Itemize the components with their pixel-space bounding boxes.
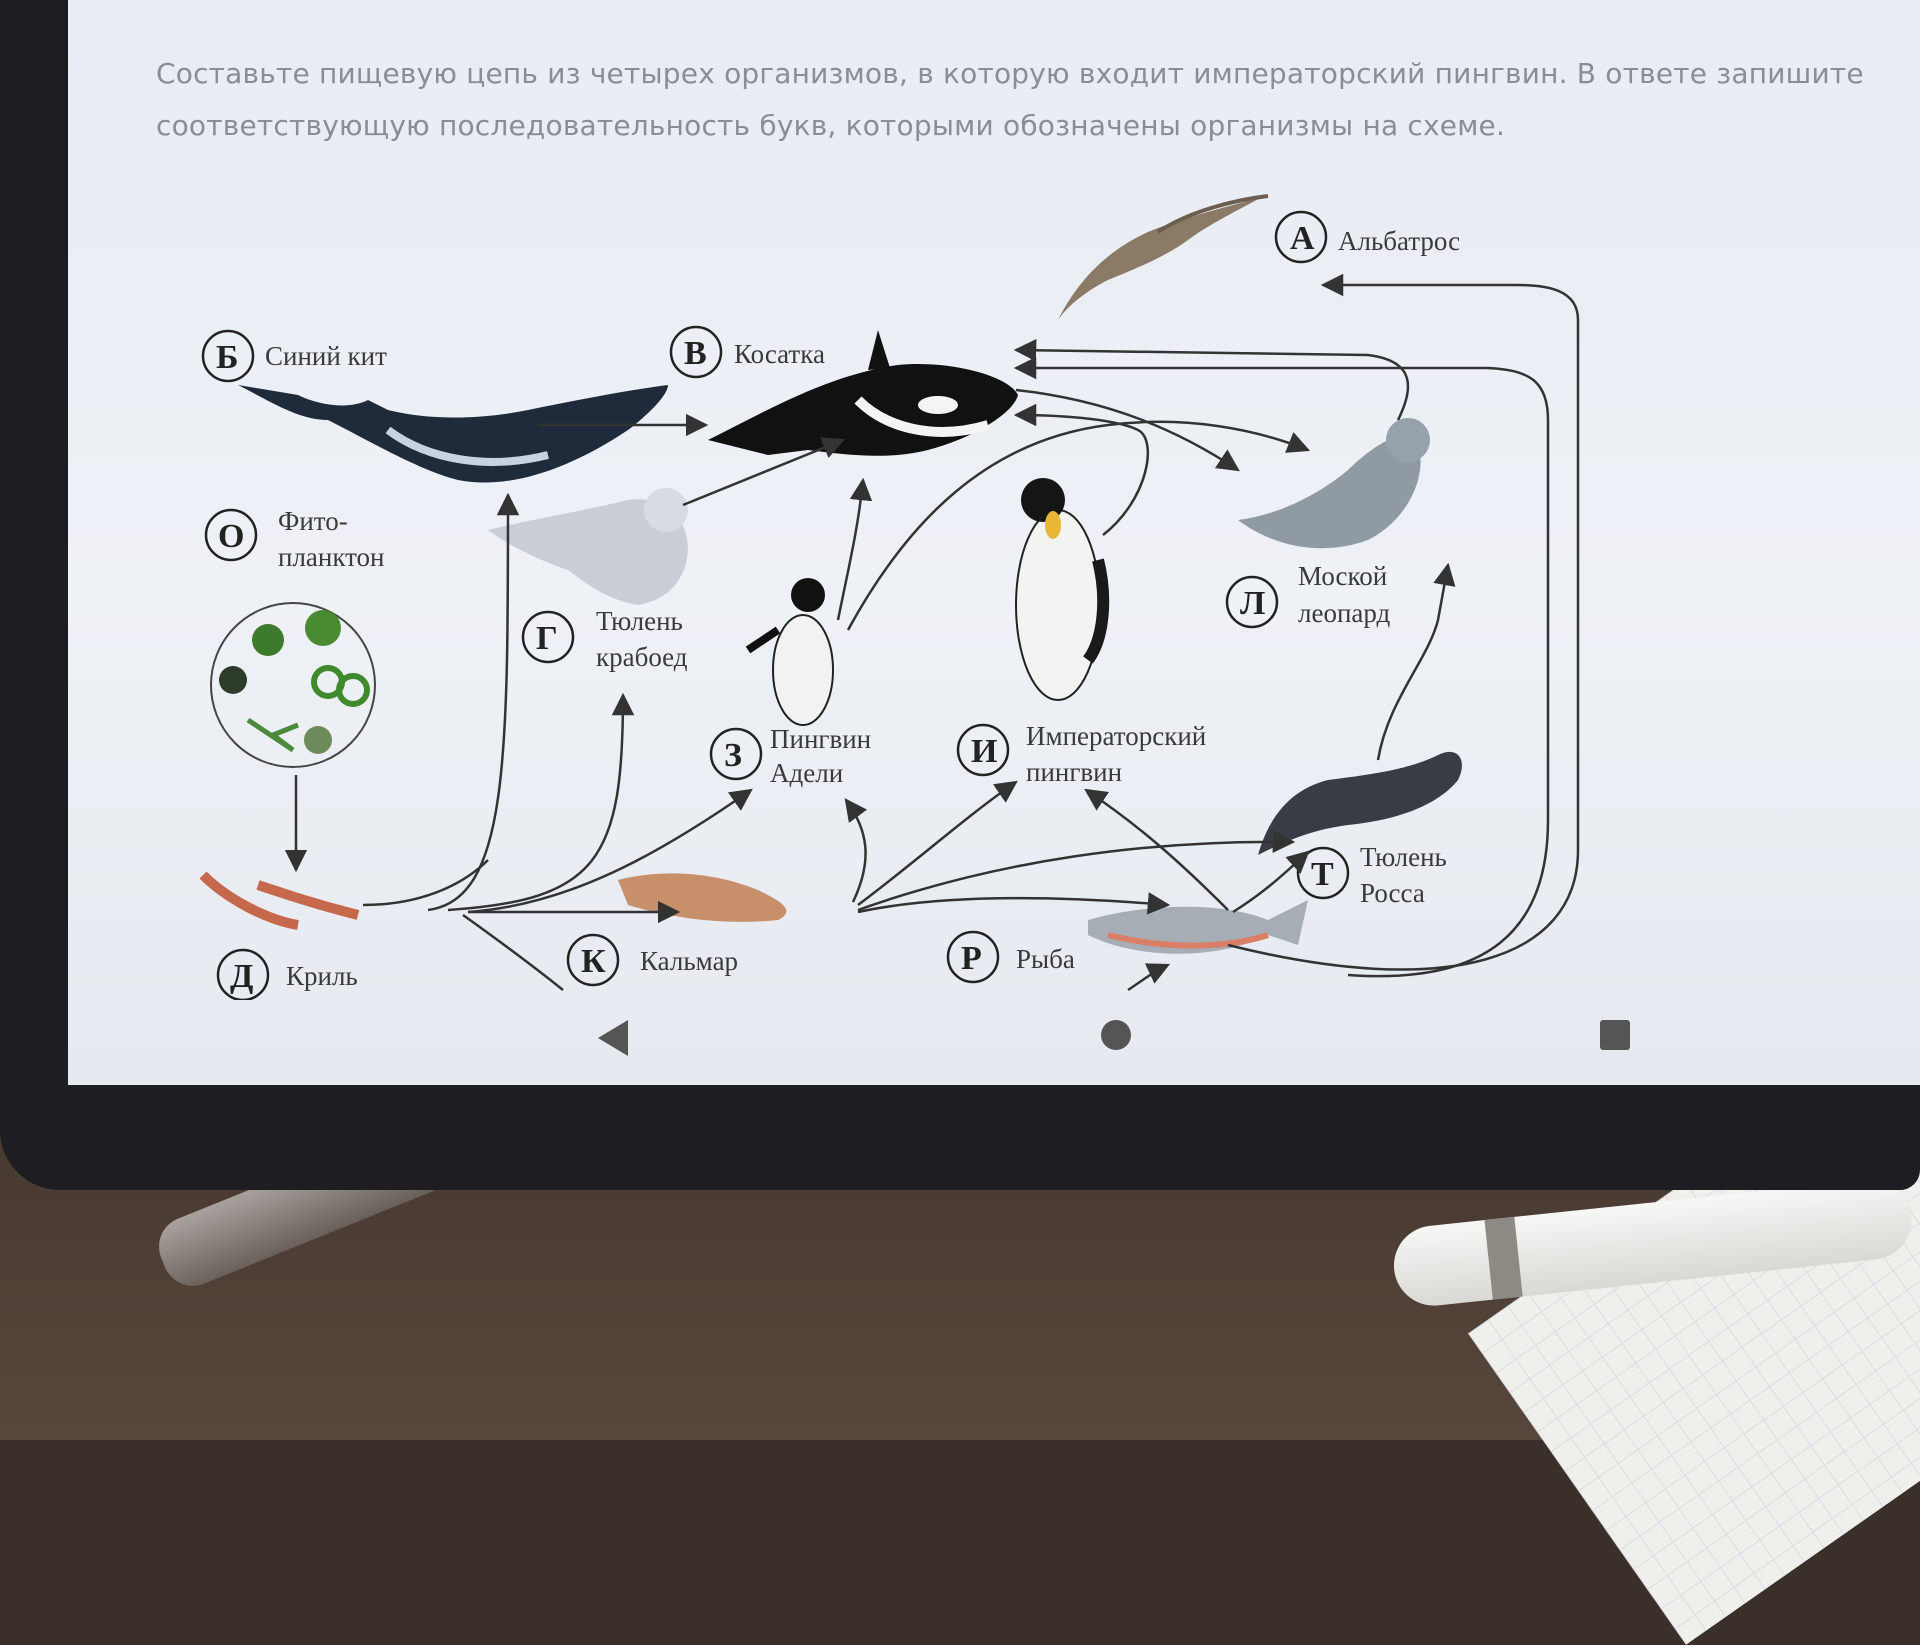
name-squid: Кальмар (640, 946, 738, 976)
name-albatross: Альбатрос (1338, 226, 1460, 256)
arrow-fish-emperor (1084, 788, 1229, 911)
name-emperor-penguin-2: пингвин (1026, 757, 1122, 787)
arrow-into-fish (1127, 963, 1171, 992)
krill-branch-base (362, 859, 489, 907)
label-fish: Р Рыба (946, 930, 1075, 984)
food-web-diagram: А Альбатрос Б Синий кит (199, 194, 1580, 1000)
albatross-illustration (1058, 194, 1269, 320)
crabeater-seal-illustration (488, 488, 688, 605)
android-navigation-bar (68, 1000, 1920, 1085)
label-albatross: А Альбатрос (1274, 210, 1460, 264)
phytoplankton-illustration (210, 602, 376, 768)
ross-seal-illustration (1258, 751, 1462, 855)
letter-circle-b (201, 329, 255, 383)
arrow-seal-orca (682, 437, 846, 507)
letter-circle-o (204, 508, 258, 562)
letter-circle-l (1225, 575, 1279, 629)
letter-d: Д (230, 958, 253, 995)
name-orca: Косатка (734, 339, 825, 369)
letter-l: Л (1240, 585, 1265, 622)
letter-v: В (684, 335, 707, 372)
arrow-krill-whale (427, 492, 520, 912)
home-icon[interactable] (1101, 1020, 1131, 1050)
name-adelie-penguin-2: Адели (770, 758, 843, 788)
back-icon[interactable] (598, 1020, 628, 1056)
tablet-bezel: Составьте пищевую цепь из четырех органи… (0, 0, 1920, 1190)
squid-illustration (618, 873, 787, 922)
letter-b: Б (216, 339, 238, 376)
stylus-band (1484, 1216, 1523, 1300)
label-krill: Д Криль (216, 948, 358, 1000)
letter-a: А (1290, 220, 1315, 257)
letter-circle-d (216, 948, 270, 1000)
label-phytoplankton: О Фито- планктон (204, 506, 385, 572)
letter-circle-i (956, 723, 1010, 777)
label-adelie-penguin: З Пингвин Адели (709, 724, 871, 788)
letter-g: Г (536, 620, 558, 657)
name-phytoplankton-2: планктон (278, 542, 385, 572)
arrow-emperor-orca (1013, 403, 1150, 536)
name-crabeater-seal-2: крабоед (596, 642, 688, 672)
arrow-orca-leopard (1015, 388, 1240, 472)
letter-circle-k (566, 933, 620, 987)
name-adelie-penguin-1: Пингвин (770, 724, 871, 754)
arrow-leopard-orca (1013, 339, 1410, 421)
label-squid: К Кальмар (566, 933, 738, 987)
arrow-krill-crabeater (447, 692, 635, 912)
letter-circle-g (521, 610, 575, 664)
krill-illustration (199, 871, 360, 930)
arrow-ross-orca (1013, 356, 1550, 978)
tablet-screen: Составьте пищевую цепь из четырех органи… (68, 0, 1920, 1085)
leopard-seal-illustration (1238, 418, 1430, 549)
letter-r: Р (961, 940, 982, 977)
letter-z: З (724, 737, 742, 774)
blue-whale-illustration (238, 385, 668, 483)
question-text: Составьте пищевую цепь из четырех органи… (156, 57, 1864, 142)
name-krill: Криль (286, 961, 358, 991)
arrow-krill-fish-partial (462, 913, 564, 991)
label-ross-seal: Т Тюлень Росса (1296, 842, 1447, 908)
arrow-ross-leopard (1376, 562, 1456, 761)
name-ross-seal-2: Росса (1360, 878, 1425, 908)
letter-circle-a (1274, 210, 1328, 264)
letter-circle-z (709, 727, 763, 781)
arrow-fish-albatross (1227, 273, 1580, 971)
label-emperor-penguin: И Императорский пингвин (956, 721, 1206, 787)
arrow-krill-adelie (467, 788, 753, 914)
arrow-adelie-leopard (846, 420, 1311, 631)
name-crabeater-seal-1: Тюлень (596, 606, 683, 636)
name-phytoplankton-1: Фито- (278, 506, 348, 536)
letter-circle-v (669, 325, 723, 379)
arrow-squid-fish (857, 892, 1171, 915)
letter-i: И (971, 733, 997, 770)
name-emperor-penguin-1: Императорский (1026, 721, 1206, 751)
adelie-penguin-illustration (745, 578, 834, 726)
name-ross-seal-1: Тюлень (1360, 842, 1447, 872)
arrow-squid-adelie (844, 798, 868, 903)
name-leopard-seal-1: Моской (1298, 561, 1387, 591)
letter-o: О (218, 518, 244, 555)
label-orca: В Косатка (669, 325, 825, 379)
orca-illustration (708, 330, 1018, 456)
letter-circle-r (946, 930, 1000, 984)
letter-t: Т (1311, 856, 1334, 893)
arrow-fish-ross (1232, 850, 1310, 914)
name-leopard-seal-2: леопард (1298, 598, 1391, 628)
label-crabeater-seal: Г Тюлень крабоед (521, 606, 688, 672)
emperor-penguin-illustration (1015, 478, 1110, 701)
arrow-squid-emperor (857, 780, 1018, 906)
food-web-arrows (284, 273, 1580, 992)
recent-apps-icon[interactable] (1600, 1020, 1630, 1050)
name-fish: Рыба (1016, 944, 1075, 974)
fish-illustration (1088, 900, 1308, 954)
label-leopard-seal: Л Моской леопард (1225, 561, 1391, 629)
label-blue-whale: Б Синий кит (201, 329, 387, 383)
arrow-squid-ross (857, 830, 1296, 912)
letter-k: К (581, 943, 606, 980)
arrow-adelie-orca (836, 477, 873, 621)
name-blue-whale: Синий кит (265, 341, 387, 371)
